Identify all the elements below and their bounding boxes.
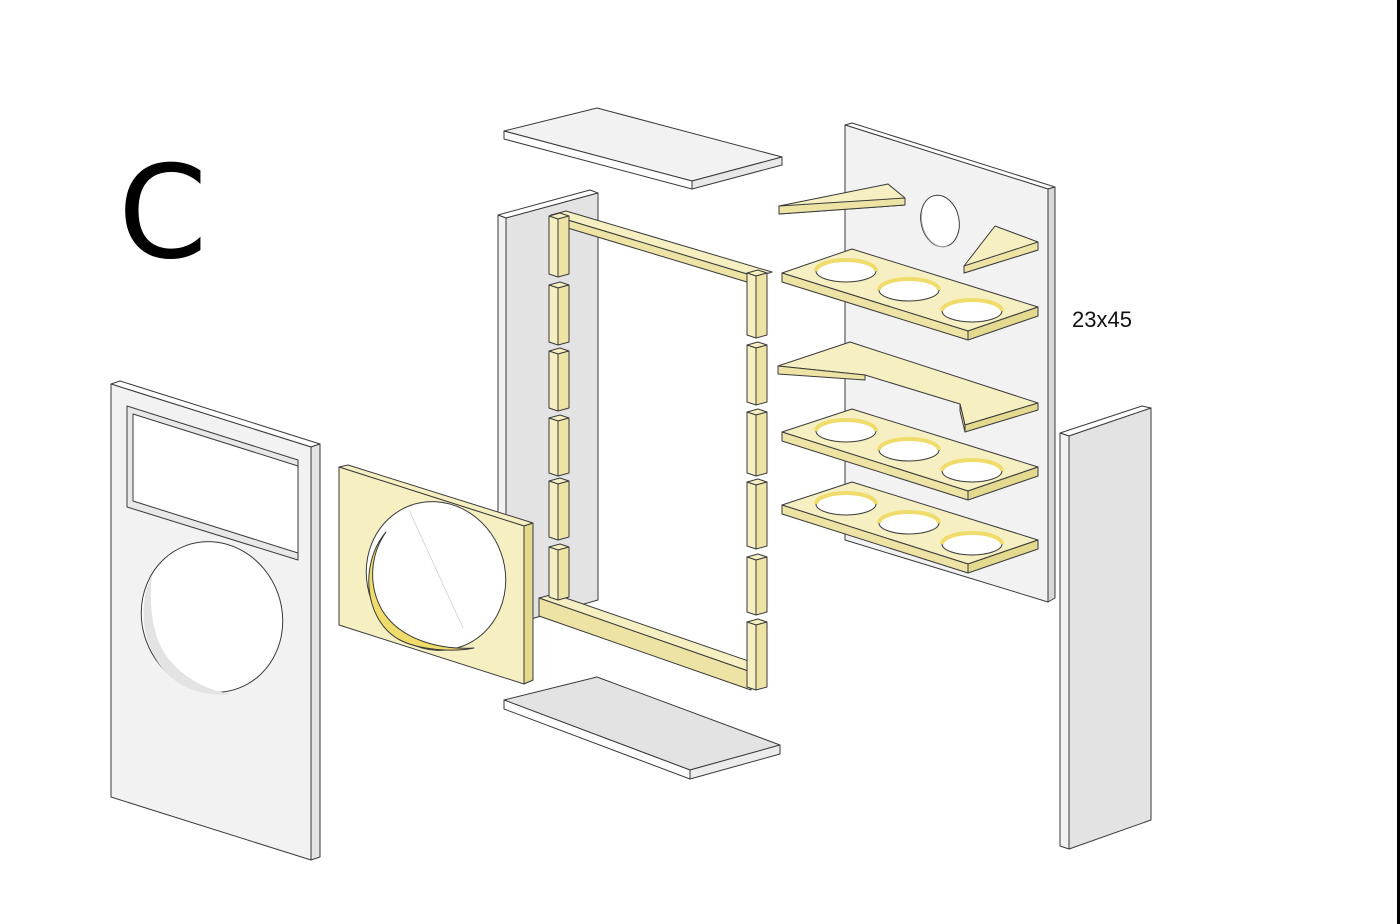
dimension-label: 23x45: [1072, 307, 1132, 332]
upper-right-gusset: [963, 225, 1039, 274]
right-border: [1397, 0, 1400, 924]
timber-frame: [538, 210, 773, 691]
shelf-with-holes-2: [781, 408, 1039, 501]
shelf-with-holes-1: [781, 248, 1039, 341]
front-panel-speaker-hole: [140, 541, 284, 693]
right-side-panel: [1059, 405, 1152, 850]
bottom-panel: [503, 676, 781, 780]
right-studs: [746, 269, 768, 691]
left-studs: [548, 212, 570, 601]
shelf-with-holes-3: [781, 481, 1039, 574]
front-panel: [110, 380, 321, 861]
stepped-shelf: [777, 341, 1039, 433]
speaker-baffle: [338, 464, 534, 685]
top-panel: [503, 107, 783, 190]
section-letter: C: [118, 139, 208, 288]
upper-left-gusset: [778, 183, 906, 215]
